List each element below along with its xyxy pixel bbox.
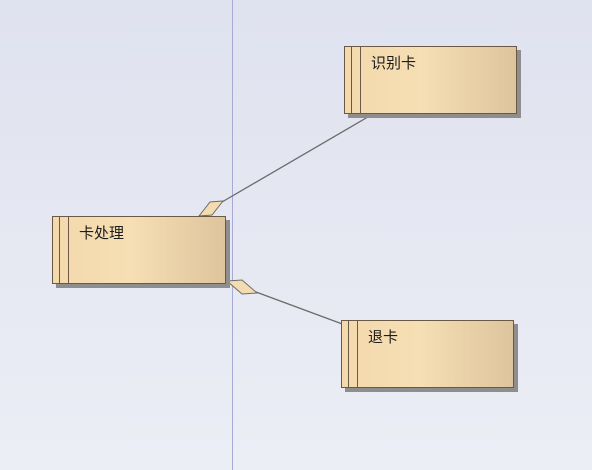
node-stereotype-stripe (342, 321, 358, 387)
node-return-card[interactable]: 退卡 (341, 320, 514, 388)
node-label: 识别卡 (371, 54, 417, 72)
node-stereotype-stripe (345, 47, 361, 113)
node-label: 卡处理 (79, 224, 125, 242)
aggregation-diamond-icon (225, 279, 259, 295)
swimlane-divider (232, 0, 233, 470)
edge-card-processing-to-return-card[interactable] (255, 291, 346, 326)
node-identify-card[interactable]: 识别卡 (344, 46, 517, 114)
edge-card-processing-to-identify-card[interactable] (221, 113, 374, 203)
node-stereotype-stripe (53, 217, 69, 283)
aggregation-diamond-icon (197, 200, 225, 217)
node-label: 退卡 (368, 328, 399, 346)
node-card-processing[interactable]: 卡处理 (52, 216, 226, 284)
